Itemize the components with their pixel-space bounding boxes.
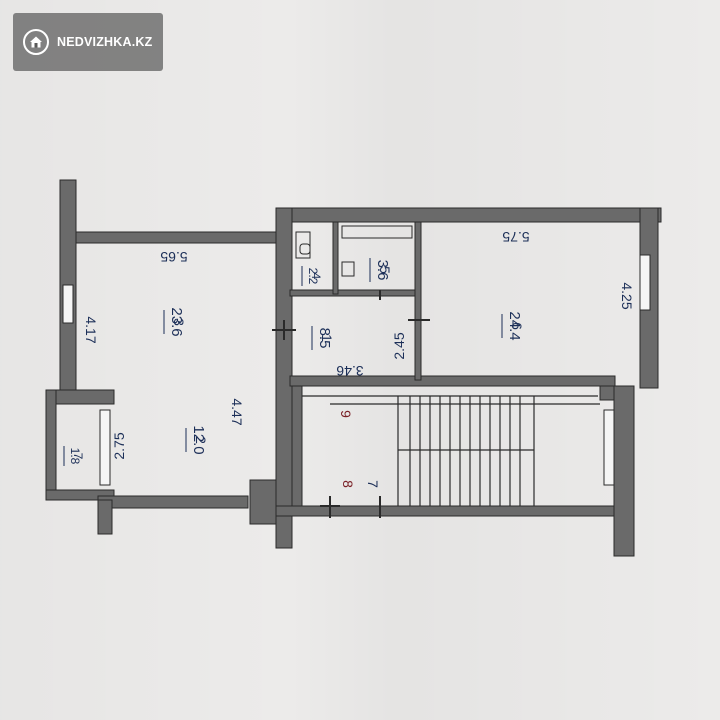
room-2-area: 12.0	[190, 425, 207, 454]
dimension-3-46: 3.46	[336, 363, 363, 379]
door-ticks	[272, 290, 430, 518]
room-1-area: 8.5	[316, 328, 333, 349]
dimension-2-75: 2.75	[111, 432, 127, 459]
room-4-number: 4	[309, 273, 323, 280]
stair-mark-7: 7	[365, 480, 381, 488]
dimension-4-25: 4.25	[619, 282, 635, 309]
dimension-5-75: 5.75	[502, 229, 529, 245]
room-3-number: 3	[171, 318, 187, 326]
dimension-5-65: 5.65	[160, 249, 187, 265]
dimension-4-17: 4.17	[83, 316, 99, 343]
dimension-2-45: 2.45	[391, 332, 407, 359]
stair-mark-9: 9	[338, 410, 354, 418]
house-icon	[23, 29, 49, 55]
fixtures	[295, 225, 413, 277]
room-1-number: 1	[319, 334, 335, 342]
room-2-number: 2	[193, 436, 209, 444]
watermark-badge: NEDVIZHKA.KZ	[13, 13, 163, 71]
watermark-brand: NEDVIZHKA.KZ	[57, 35, 153, 49]
room-3-area: 23.6	[168, 307, 185, 336]
room-4-area: 2.2	[306, 268, 320, 285]
room-5-area: 3.6	[374, 260, 391, 281]
stair-mark-8: 8	[340, 480, 356, 488]
dimension-4-47: 4.47	[229, 398, 245, 425]
room-labels: 3 23.6 2 12.0 1 8.5 4 2.2 5	[63, 258, 525, 466]
walls	[45, 179, 662, 557]
dimension-labels: 5.65 4.17 4.47 2.75 3.46 2.45 5.75 4.25	[83, 229, 635, 460]
room-7-number: 7	[71, 453, 85, 460]
room-6-number: 6	[509, 322, 525, 330]
room-5-number: 5	[377, 266, 393, 274]
room-6-area: 24.4	[506, 311, 523, 340]
windows	[62, 254, 651, 486]
staircase	[409, 396, 521, 506]
stair-marks: 9 8 7	[338, 410, 381, 488]
room-7-area: 1.8	[68, 448, 82, 465]
